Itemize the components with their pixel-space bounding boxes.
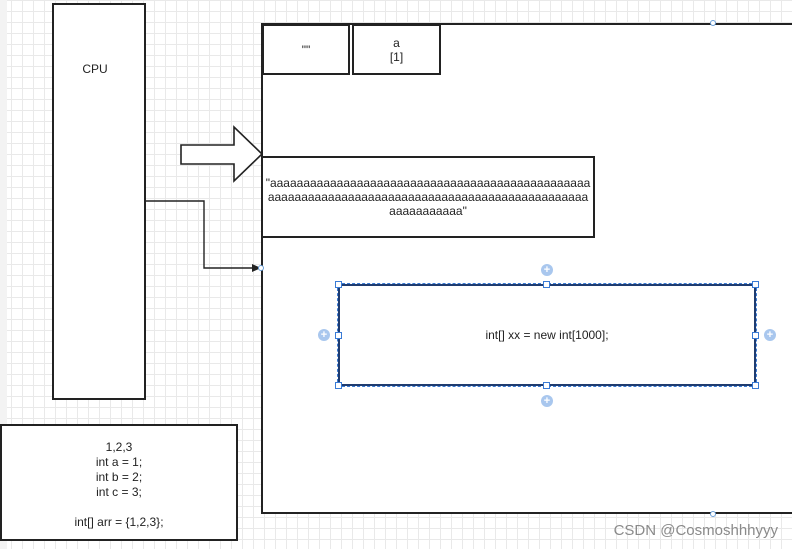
- block-arrow-icon[interactable]: [180, 125, 264, 183]
- cpu-label: CPU: [82, 62, 108, 76]
- watermark: CSDN @Cosmoshhhyyy: [613, 522, 778, 539]
- pool-cell-empty-string-text: "": [301, 42, 311, 57]
- code-line: int b = 2;: [95, 470, 143, 484]
- heap-connection-point-left[interactable]: [258, 265, 264, 271]
- code-line: int a = 1;: [95, 455, 143, 469]
- pool-cell-a-index: [1]: [389, 49, 404, 64]
- long-string-line-3: aaaaaaaaaaa": [389, 204, 467, 218]
- heap-connection-point-top[interactable]: [710, 20, 716, 26]
- selected-array-text: int[] xx = new int[1000];: [485, 328, 609, 342]
- plus-icon[interactable]: +: [318, 329, 330, 341]
- resize-handle-l[interactable]: [335, 332, 342, 339]
- connector-cpu-to-heap[interactable]: [146, 200, 252, 269]
- heap-box[interactable]: [261, 23, 792, 514]
- long-string-line-1: "aaaaaaaaaaaaaaaaaaaaaaaaaaaaaaaaaaaaaaa…: [265, 176, 591, 190]
- resize-handle-b[interactable]: [543, 382, 550, 389]
- cpu-box[interactable]: [52, 3, 146, 400]
- connector-arrowhead: [252, 264, 261, 272]
- resize-handle-r[interactable]: [752, 332, 759, 339]
- code-line: int[] arr = {1,2,3};: [74, 515, 164, 529]
- pool-cell-a-text: a: [393, 35, 400, 50]
- selected-array-box[interactable]: int[] xx = new int[1000];: [337, 283, 757, 387]
- canvas-left-edge: [0, 0, 7, 549]
- resize-handle-bl[interactable]: [335, 382, 342, 389]
- plus-icon[interactable]: +: [764, 329, 776, 341]
- pool-cell-a[interactable]: a [1]: [352, 24, 441, 75]
- resize-handle-t[interactable]: [543, 281, 550, 288]
- resize-handle-tl[interactable]: [335, 281, 342, 288]
- resize-handle-tr[interactable]: [752, 281, 759, 288]
- long-string-box[interactable]: "aaaaaaaaaaaaaaaaaaaaaaaaaaaaaaaaaaaaaaa…: [261, 156, 595, 238]
- heap-connection-point-bottom[interactable]: [710, 511, 716, 517]
- code-line: 1,2,3: [105, 440, 133, 454]
- pool-cell-empty-string[interactable]: "": [262, 24, 350, 75]
- long-string-line-2: aaaaaaaaaaaaaaaaaaaaaaaaaaaaaaaaaaaaaaaa…: [267, 190, 589, 204]
- code-box[interactable]: 1,2,3 int a = 1; int b = 2; int c = 3; i…: [0, 424, 238, 541]
- plus-icon[interactable]: +: [541, 264, 553, 276]
- code-line: int c = 3;: [96, 485, 142, 499]
- code-line: [2, 500, 236, 515]
- plus-icon[interactable]: +: [541, 395, 553, 407]
- resize-handle-br[interactable]: [752, 382, 759, 389]
